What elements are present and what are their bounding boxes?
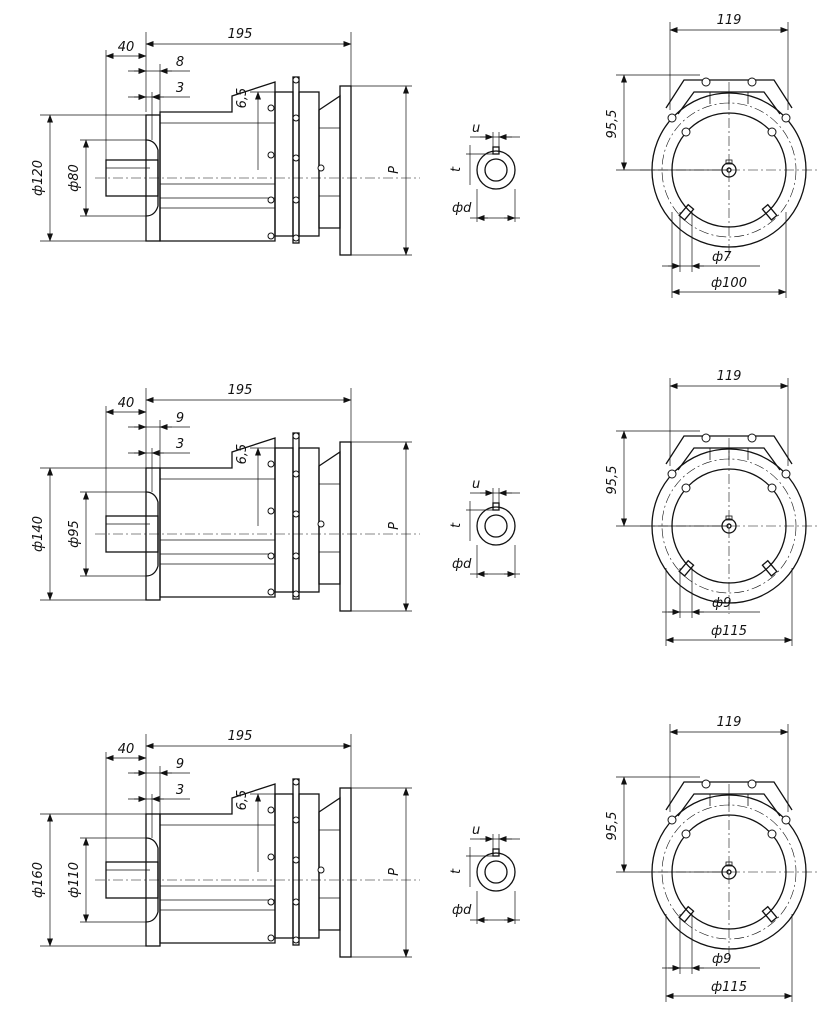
dim-overall: 195	[228, 383, 253, 398]
shaft-section: u t фd	[449, 823, 520, 924]
dim-width: 119	[717, 13, 742, 28]
dim-spigot: 3	[176, 437, 184, 452]
dim-pcd: ф115	[711, 980, 747, 995]
dim-key-t: t	[449, 868, 464, 874]
dim-pilot-d: ф95	[67, 520, 82, 548]
dim-height: 95,5	[605, 812, 620, 841]
dim-shaft-d: фd	[452, 903, 472, 918]
dim-pilot-d: ф110	[67, 862, 82, 898]
dim-key-u: u	[472, 121, 480, 136]
dim-bolt: 6,5	[235, 88, 250, 109]
dim-width: 119	[717, 715, 742, 730]
dim-height: 95,5	[605, 466, 620, 495]
dim-overall: 195	[228, 27, 253, 42]
dim-output: P	[387, 522, 402, 530]
side-view: 195 40 9 3 6,5 ф160 ф110 P	[31, 729, 420, 958]
front-view: 119 95,5 ф9 ф115	[605, 369, 818, 646]
dim-shaft-d: фd	[452, 557, 472, 572]
dim-shaft-len: 40	[118, 396, 135, 411]
dim-shaft-len: 40	[118, 40, 135, 55]
dim-flange-d: ф140	[31, 516, 46, 552]
dim-bolt: 6,5	[235, 444, 250, 465]
side-view: 195 40 8 3 6,5 ф120	[31, 27, 420, 256]
dim-spigot: 3	[176, 81, 184, 96]
dim-flange-t: 9	[176, 757, 184, 772]
dim-flange-t: 9	[176, 411, 184, 426]
dim-output: P	[387, 868, 402, 876]
dim-flange-d: ф120	[31, 160, 46, 196]
dim-flange-d: ф160	[31, 862, 46, 898]
dim-pcd: ф115	[711, 624, 747, 639]
dim-shaft-d: фd	[452, 201, 472, 216]
dim-pcd: ф100	[711, 276, 747, 291]
front-view: 119 95,5 ф7 ф100	[605, 13, 818, 298]
side-view: 195 40 9 3 6,5 ф140 ф95 P	[31, 383, 420, 612]
dim-shaft-len: 40	[118, 742, 135, 757]
shaft-section: u t фd	[449, 121, 520, 222]
dim-bolt: 6,5	[235, 790, 250, 811]
drawing-row-3: 195 40 9 3 6,5 ф160 ф110 P	[31, 715, 818, 1002]
drawing-row-1: 195 40 8 3 6,5 ф120	[31, 13, 818, 298]
dim-overall: 195	[228, 729, 253, 744]
dim-width: 119	[717, 369, 742, 384]
dim-spigot: 3	[176, 783, 184, 798]
dim-hole-d: ф9	[712, 596, 731, 611]
dim-hole-d: ф9	[712, 952, 731, 967]
dim-height: 95,5	[605, 110, 620, 139]
drawing-row-2: 195 40 9 3 6,5 ф140 ф95 P	[31, 369, 818, 646]
shaft-section: u t фd	[449, 477, 520, 578]
dim-key-u: u	[472, 823, 480, 838]
dim-pilot-d: ф80	[67, 164, 82, 192]
dim-output: P	[387, 166, 402, 174]
front-view: 119 95,5 ф9 ф115	[605, 715, 818, 1002]
dim-flange-t: 8	[176, 55, 184, 70]
dim-key-t: t	[449, 166, 464, 172]
dim-key-t: t	[449, 522, 464, 528]
dim-key-u: u	[472, 477, 480, 492]
dim-hole-d: ф7	[712, 250, 732, 265]
